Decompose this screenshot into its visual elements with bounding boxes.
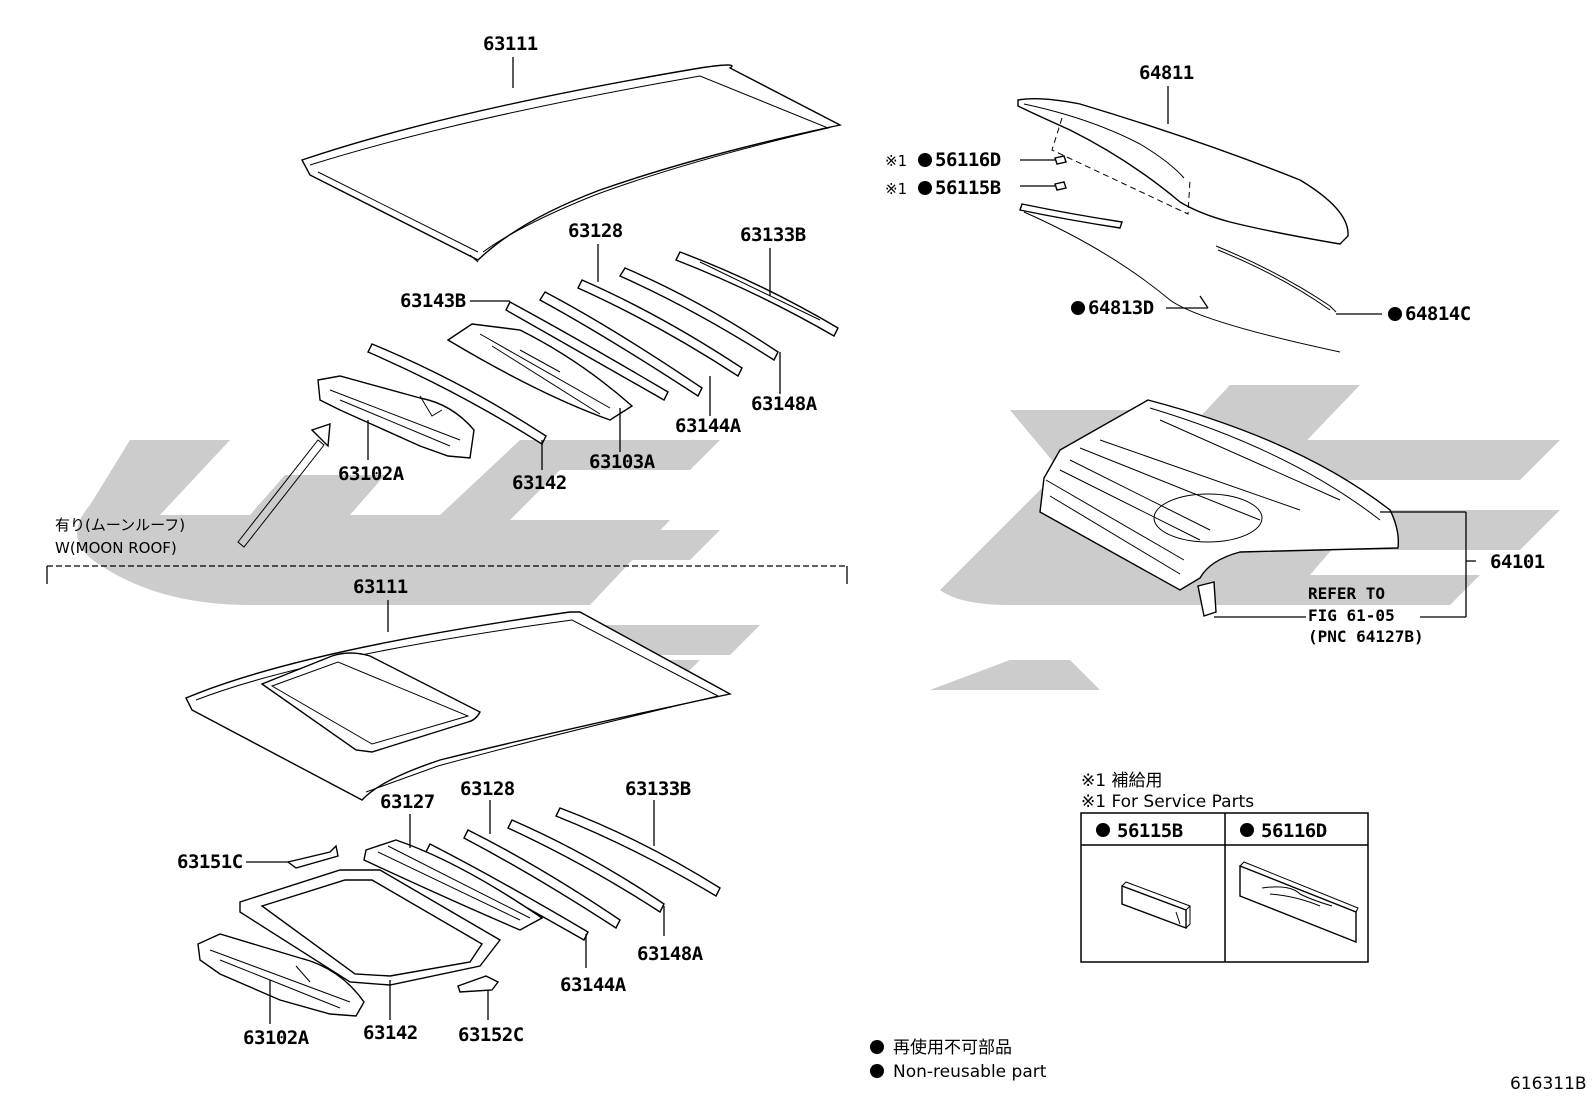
- legend: 再使用不可部品 Non-reusable part: [870, 1037, 1047, 1082]
- label-63111-top: 63111: [483, 33, 538, 55]
- service-note-jp: ※1 補給用: [1081, 771, 1162, 791]
- roof-bow-63133B-top: [675, 251, 839, 337]
- label-63144A-top: 63144A: [675, 415, 742, 437]
- mark-service-1: ※1: [885, 152, 907, 170]
- leader-lines-top: [367, 244, 781, 470]
- sunroof-frame-63142: [239, 869, 502, 986]
- section-divider: [46, 565, 848, 584]
- roof-bow-63148A-top: [618, 267, 779, 362]
- refer-line-2: FIG 61-05: [1308, 606, 1395, 625]
- windshield-header-63102A-bottom: [197, 933, 365, 1017]
- roof-panel-top: [300, 64, 843, 263]
- label-64101: 64101: [1490, 551, 1545, 573]
- figure-code: 616311B: [1510, 1074, 1587, 1094]
- refer-line-1: REFER TO: [1308, 584, 1385, 603]
- label-63142-bottom: 63142: [363, 1022, 418, 1044]
- label-64813D: 64813D: [1088, 297, 1154, 319]
- label-63152C-bottom: 63152C: [458, 1024, 524, 1046]
- label-63148A-top: 63148A: [751, 393, 818, 415]
- moon-roof-jp: 有り(ムーンルーフ): [55, 516, 185, 534]
- labels-right-top: 64811 ※1 56116D ※1 56115B 64813D 64814C: [885, 62, 1471, 325]
- label-56115B: 56115B: [935, 177, 1001, 199]
- leader-lines-right-top: [1020, 159, 1382, 315]
- windshield-header-63102A-top: [317, 375, 475, 459]
- label-64811: 64811: [1139, 62, 1194, 84]
- label-63128-top: 63128: [568, 220, 623, 242]
- roof-bow-63128-top: [577, 279, 743, 378]
- label-63102A-bottom: 63102A: [243, 1027, 310, 1049]
- table-header-56116D: 56116D: [1261, 820, 1327, 842]
- moon-roof-arrow: [237, 422, 331, 548]
- roof-panel-63127-bottom: [363, 839, 544, 931]
- molding-64813D: [1019, 203, 1341, 353]
- service-parts-note: ※1 補給用 ※1 For Service Parts: [1081, 771, 1254, 812]
- spacer-56115B-illustration: [1121, 881, 1191, 930]
- label-63142-top: 63142: [512, 472, 567, 494]
- bracket-63151C: [286, 844, 339, 869]
- roof-bow-63148A-bottom: [507, 819, 665, 914]
- leader-lines-bottom: [246, 800, 665, 1024]
- label-64814C: 64814C: [1405, 303, 1471, 325]
- spacer-56116D-illustration: [1239, 861, 1359, 944]
- label-63144A-bottom: 63144A: [560, 974, 627, 996]
- labels-top: 63111 63128 63133B 63143B 63148A 63144A …: [338, 33, 818, 494]
- label-63151C-bottom: 63151C: [177, 851, 243, 873]
- service-note-en: ※1 For Service Parts: [1081, 792, 1254, 812]
- service-parts-table: 56115B 56116D: [1080, 812, 1369, 963]
- legend-en: Non-reusable part: [893, 1062, 1047, 1082]
- bracket-63152C: [457, 975, 500, 993]
- label-63128-bottom: 63128: [460, 778, 515, 800]
- label-63133B-top: 63133B: [740, 224, 806, 246]
- labels-right-mid: 64101 REFER TO FIG 61-05 (PNC 64127B): [1308, 551, 1545, 646]
- label-63143B-top: 63143B: [400, 290, 466, 312]
- legend-jp: 再使用不可部品: [893, 1037, 1012, 1058]
- molding-64814C: [1215, 245, 1337, 313]
- roof-bow-63128-bottom: [463, 829, 621, 930]
- moon-roof-en: W(MOON ROOF): [55, 539, 177, 557]
- label-63133B-bottom: 63133B: [625, 778, 691, 800]
- leader-lines-right-mid: [1214, 511, 1476, 618]
- label-63148A-bottom: 63148A: [637, 943, 704, 965]
- refer-line-3: (PNC 64127B): [1308, 627, 1424, 646]
- roof-bow-63143B-top: [505, 301, 669, 401]
- mark-service-2: ※1: [885, 180, 907, 198]
- roof-bow-63133B-bottom: [555, 807, 721, 897]
- label-63103A-top: 63103A: [589, 451, 656, 473]
- moon-roof-caption: 有り(ムーンルーフ) W(MOON ROOF): [55, 516, 185, 557]
- label-63127-bottom: 63127: [380, 791, 435, 813]
- label-56116D: 56116D: [935, 149, 1001, 171]
- non-reusable-bullets: [918, 153, 1402, 321]
- label-63111-bottom: 63111: [353, 576, 408, 598]
- label-63102A-top: 63102A: [338, 463, 405, 485]
- roof-panel-moonroof: [185, 611, 732, 801]
- back-window-glass: [1017, 97, 1349, 245]
- spacers-56115B-56116D: [1054, 155, 1067, 191]
- glass-dashed-outline: [1051, 117, 1191, 215]
- roof-panel-63103A-top: [446, 323, 634, 421]
- roof-bow-63144A-top: [539, 291, 703, 398]
- table-header-56115B: 56115B: [1117, 820, 1183, 842]
- package-tray-panel-64101: [1039, 399, 1400, 617]
- labels-bottom: 63111 63127 63128 63133B 63151C 63148A 6…: [177, 576, 704, 1049]
